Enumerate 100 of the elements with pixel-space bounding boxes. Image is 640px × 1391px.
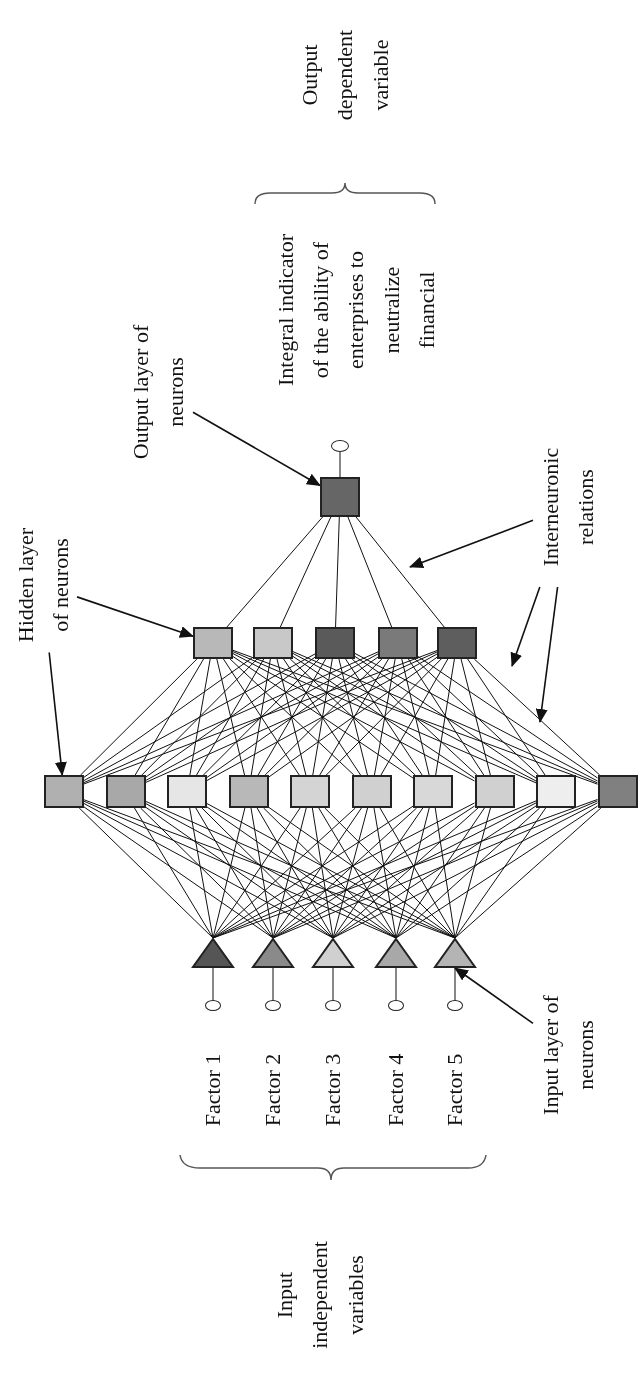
connection-line xyxy=(232,653,475,782)
connection-line xyxy=(454,967,456,1001)
connection-line xyxy=(263,807,397,939)
connection-line xyxy=(283,658,362,776)
connection-line xyxy=(83,806,274,939)
connection-line xyxy=(311,807,334,939)
neuron-box xyxy=(437,627,477,659)
connection-line xyxy=(212,807,246,939)
connection-line xyxy=(206,653,438,781)
connection-line xyxy=(272,807,362,939)
layer-caption: Hidden layer of neurons xyxy=(7,517,77,653)
connection-line xyxy=(257,658,327,776)
terminal-circle xyxy=(265,1000,281,1011)
connection-line xyxy=(232,649,598,785)
leader-arrow xyxy=(192,411,321,487)
connection-line xyxy=(335,516,340,628)
connection-line xyxy=(435,658,455,776)
connection-line xyxy=(354,655,537,779)
connection-line xyxy=(272,807,418,939)
neuron-box xyxy=(105,775,146,808)
connection-line xyxy=(212,799,598,939)
connection-line xyxy=(467,658,546,776)
connection-line xyxy=(232,651,537,784)
terminal-circle xyxy=(205,1000,221,1011)
connection-line xyxy=(338,658,368,776)
connection-line xyxy=(202,658,320,776)
connection-line xyxy=(212,807,301,939)
connection-line xyxy=(454,807,491,939)
connection-line xyxy=(319,658,389,776)
neuron-triangle xyxy=(252,938,294,968)
connection-line xyxy=(332,802,598,939)
connection-line xyxy=(140,807,274,939)
neuron-box xyxy=(413,775,453,808)
connection-line xyxy=(354,653,598,782)
connection-line xyxy=(379,807,456,939)
connection-line xyxy=(325,658,442,776)
connection-line xyxy=(395,807,541,939)
connection-line xyxy=(145,800,456,939)
connection-line xyxy=(460,658,491,776)
connection-line xyxy=(279,516,332,628)
caption-text: Factor 3 xyxy=(319,1052,347,1129)
connection-line xyxy=(134,658,205,776)
connection-line xyxy=(339,451,341,478)
connection-line xyxy=(414,658,539,776)
neuron-box xyxy=(536,775,576,808)
connection-line xyxy=(417,656,598,779)
connection-line xyxy=(222,658,300,776)
neuron-triangle xyxy=(434,938,476,968)
neuron-box xyxy=(378,627,418,659)
connection-line xyxy=(434,807,456,939)
connection-line xyxy=(454,807,547,939)
caption-text: Output dependent variable xyxy=(296,28,394,123)
connection-line xyxy=(351,658,478,776)
connection-line xyxy=(83,650,438,785)
connection-line xyxy=(206,656,379,778)
connection-line xyxy=(272,807,307,939)
connection-line xyxy=(78,807,214,939)
connection-line xyxy=(332,807,369,939)
leader-arrow xyxy=(409,519,534,568)
leader-arrow xyxy=(48,651,67,776)
connection-line xyxy=(201,807,334,939)
neuron-box xyxy=(290,775,330,808)
caption-text: Factor 4 xyxy=(382,1052,410,1129)
terminal-circle xyxy=(325,1000,341,1011)
connection-line xyxy=(454,807,602,939)
leader-arrow xyxy=(454,967,534,1025)
connection-line xyxy=(289,658,416,776)
neuron-triangle xyxy=(192,938,234,968)
connection-line xyxy=(133,807,214,939)
connection-line xyxy=(212,807,356,939)
neuron-triangle xyxy=(375,938,417,968)
connection-line xyxy=(145,653,379,782)
connection-line xyxy=(229,658,355,776)
connection-line xyxy=(318,807,397,939)
neuron-box xyxy=(351,775,392,808)
neuron-box xyxy=(167,775,207,808)
connection-line xyxy=(292,653,537,782)
connection-line xyxy=(212,967,214,1001)
connection-line xyxy=(268,656,438,778)
connection-line xyxy=(250,658,271,776)
connection-line xyxy=(355,516,445,628)
connection-line xyxy=(324,807,456,939)
connection-line xyxy=(195,807,274,939)
connection-line xyxy=(272,802,537,939)
layer-caption: Input layer of neurons xyxy=(533,965,603,1145)
connection-line xyxy=(145,656,316,778)
connection-line xyxy=(373,658,396,776)
connection-line xyxy=(373,807,397,939)
neuron-box xyxy=(597,775,638,808)
connection-line xyxy=(272,800,598,939)
connection-line xyxy=(347,516,393,628)
connection-line xyxy=(407,658,485,776)
connection-line xyxy=(141,658,258,776)
connection-line xyxy=(189,807,214,939)
leader-arrow xyxy=(510,586,541,667)
neuron-box xyxy=(474,775,515,808)
neuron-box xyxy=(320,477,360,517)
connection-line xyxy=(145,651,438,784)
connection-line xyxy=(332,807,479,939)
connection-line xyxy=(395,807,430,939)
